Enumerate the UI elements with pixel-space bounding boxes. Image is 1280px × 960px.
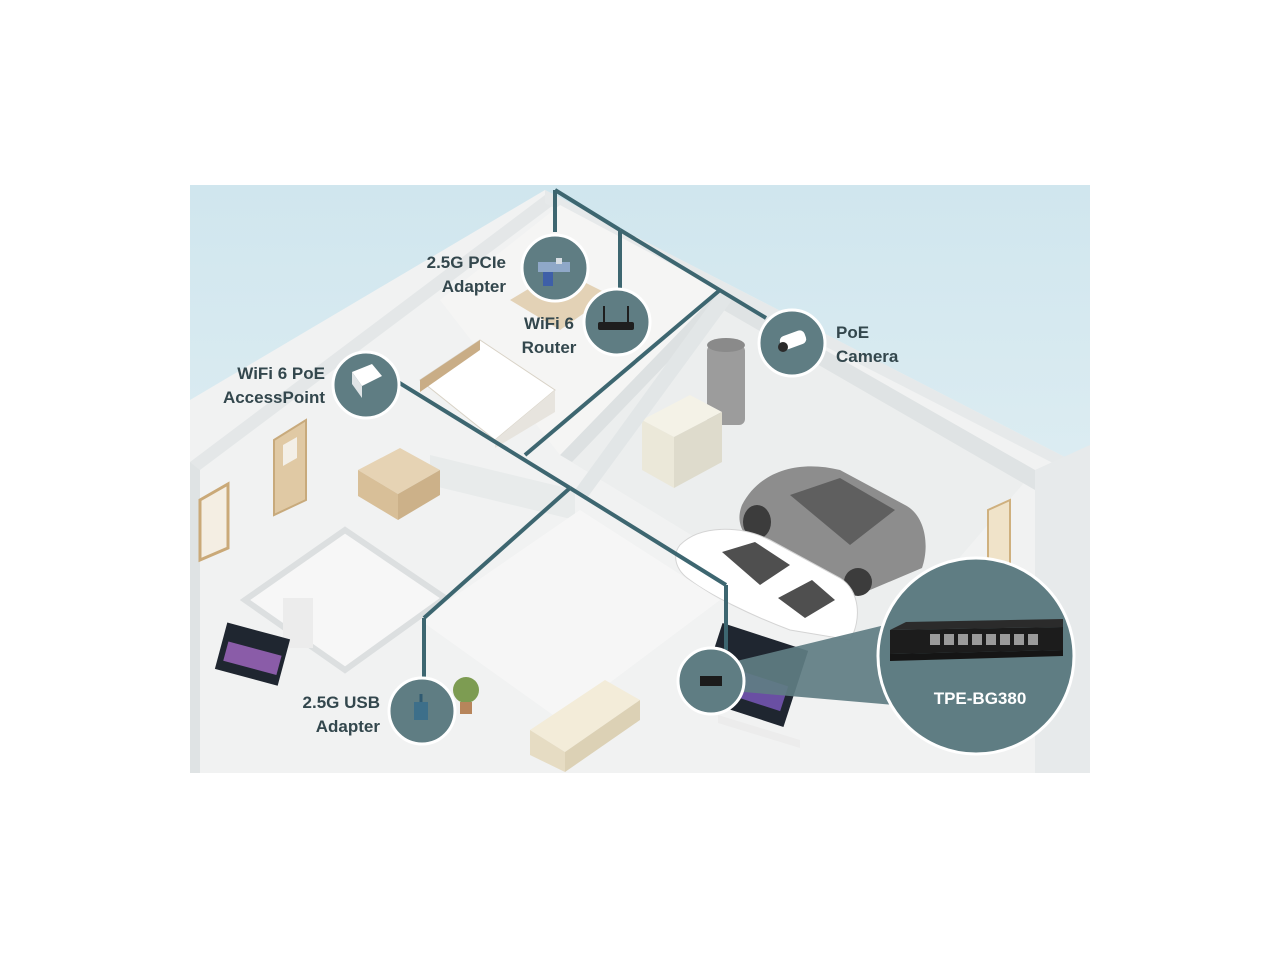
access-point-circle — [333, 352, 399, 418]
pcie-adapter-label: 2.5G PCIe Adapter — [396, 251, 506, 299]
access-point-label: WiFi 6 PoE AccessPoint — [200, 362, 325, 410]
network-switch-icon — [890, 619, 1063, 661]
camera-label: PoE Camera — [836, 321, 926, 369]
usb-adapter-label: 2.5G USB Adapter — [270, 691, 380, 739]
switch-model-label: TPE-BG380 — [900, 689, 1060, 709]
plant — [453, 677, 479, 703]
router-label: WiFi 6 Router — [504, 312, 594, 360]
